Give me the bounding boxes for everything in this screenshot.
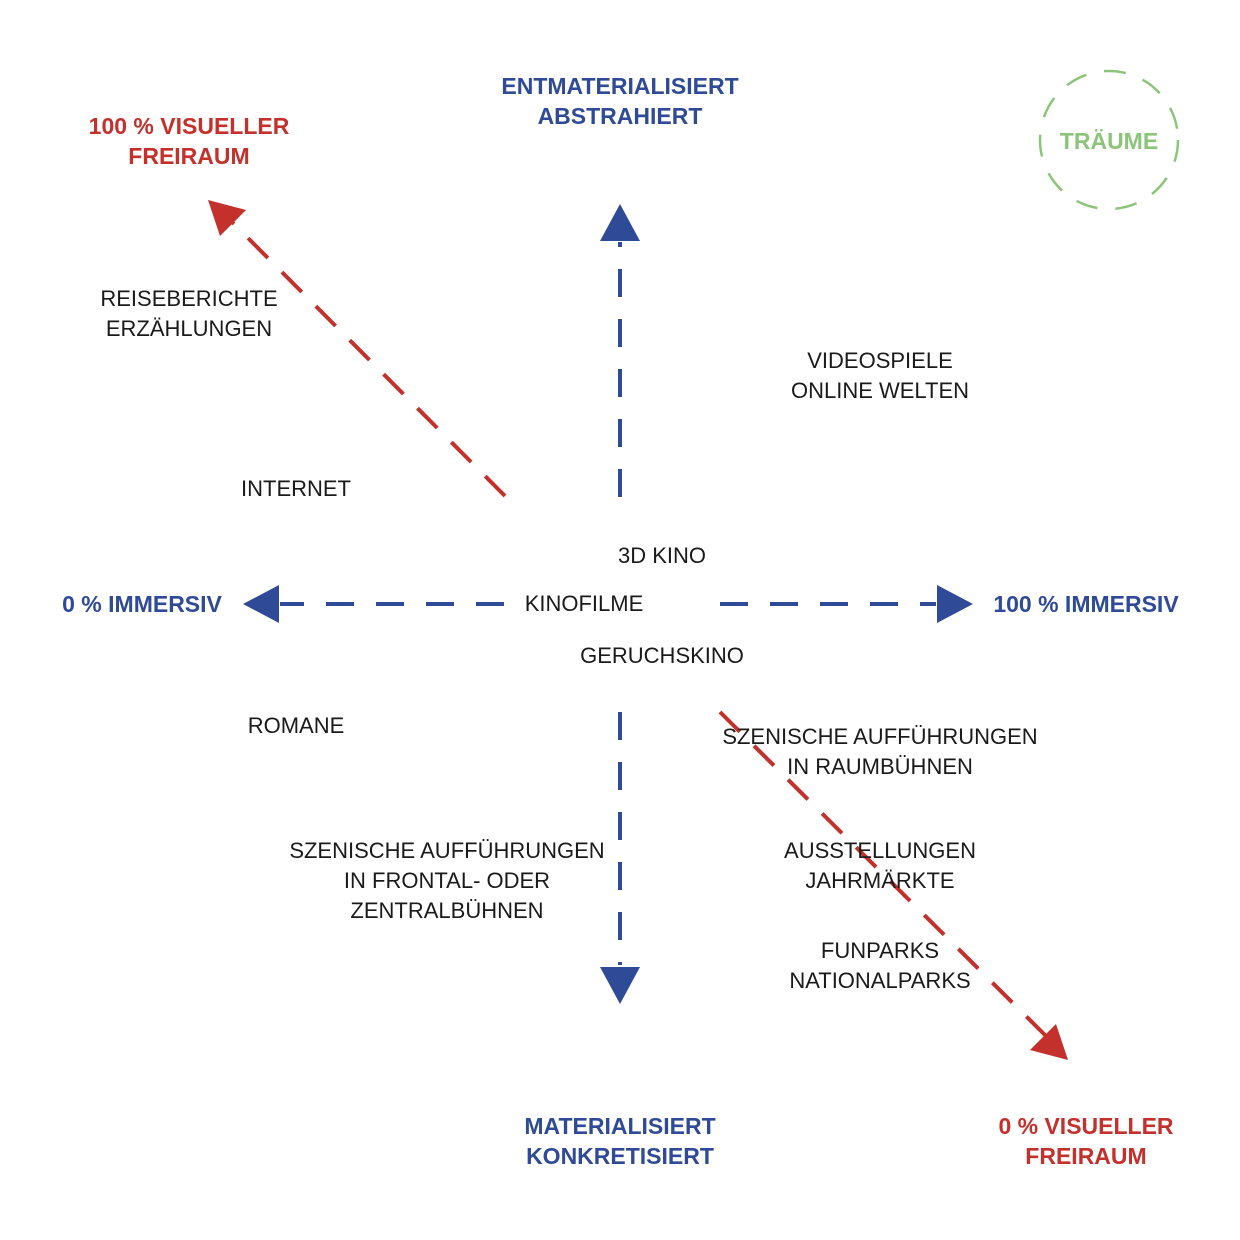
axis-label-bottom-line2: KONKRETISIERT bbox=[526, 1143, 714, 1169]
item-romane: ROMANE bbox=[248, 711, 345, 741]
axis-label-top: ENTMATERIALISIERT ABSTRAHIERT bbox=[501, 71, 738, 131]
item-funparks-line2: NATIONALPARKS bbox=[789, 968, 971, 993]
item-stage-performances-spatial-line1: SZENISCHE AUFFÜHRUNGEN bbox=[722, 724, 1038, 749]
axis-label-top-left-line1: 100 % VISUELLER bbox=[88, 113, 290, 139]
item-stage-performances-frontal-line2: IN FRONTAL- ODER bbox=[343, 868, 551, 893]
item-videogames-line1: VIDEOSPIELE bbox=[807, 348, 953, 373]
item-stage-performances-frontal: SZENISCHE AUFFÜHRUNGEN IN FRONTAL- ODER … bbox=[289, 836, 604, 926]
axis-label-bottom-right-line1: 0 % VISUELLER bbox=[998, 1113, 1174, 1139]
item-exhibitions-line2: JAHRMÄRKTE bbox=[805, 868, 955, 893]
item-exhibitions-line1: AUSSTELLUNGEN bbox=[784, 838, 976, 863]
item-internet-text: INTERNET bbox=[241, 476, 351, 501]
item-travel-reports: REISEBERICHTE ERZÄHLUNGEN bbox=[100, 284, 277, 344]
item-videogames-line2: ONLINE WELTEN bbox=[790, 378, 970, 403]
item-kinofilme: KINOFILME bbox=[525, 589, 644, 619]
axis-label-bottom-right: 0 % VISUELLER FREIRAUM bbox=[998, 1111, 1173, 1171]
axis-label-right: 100 % IMMERSIV bbox=[993, 589, 1178, 619]
arrowhead-down bbox=[600, 967, 640, 1004]
item-geruchskino: GERUCHSKINO bbox=[580, 641, 744, 671]
item-videogames: VIDEOSPIELE ONLINE WELTEN bbox=[791, 346, 969, 406]
dreams-label: TRÄUME bbox=[1060, 126, 1158, 156]
item-funparks-line1: FUNPARKS bbox=[820, 938, 940, 963]
axis-label-top-left: 100 % VISUELLER FREIRAUM bbox=[89, 111, 290, 171]
axis-label-top-line2: ABSTRAHIERT bbox=[537, 103, 703, 129]
item-internet: INTERNET bbox=[241, 474, 351, 504]
arrowhead-down-right bbox=[1030, 1024, 1068, 1060]
item-stage-performances-frontal-line3: ZENTRALBÜHNEN bbox=[350, 898, 544, 923]
axis-label-top-left-line2: FREIRAUM bbox=[128, 143, 250, 169]
arrowhead-up-left bbox=[208, 200, 246, 236]
item-travel-reports-line2: ERZÄHLUNGEN bbox=[105, 316, 273, 341]
arrowhead-left bbox=[243, 585, 279, 623]
axis-label-left-text: 0 % IMMERSIV bbox=[62, 591, 222, 617]
axis-label-left: 0 % IMMERSIV bbox=[62, 589, 222, 619]
diagonal-upper-line bbox=[230, 220, 507, 498]
item-stage-performances-frontal-line1: SZENISCHE AUFFÜHRUNGEN bbox=[289, 838, 605, 863]
axis-label-bottom-right-line2: FREIRAUM bbox=[1025, 1143, 1147, 1169]
item-romane-text: ROMANE bbox=[247, 713, 345, 738]
dreams-label-text: TRÄUME bbox=[1059, 128, 1159, 154]
item-stage-performances-spatial-line2: IN RAUMBÜHNEN bbox=[787, 754, 973, 779]
dreams-circle bbox=[1038, 69, 1180, 211]
axis-label-top-line1: ENTMATERIALISIERT bbox=[501, 73, 739, 99]
arrowhead-right bbox=[937, 585, 973, 623]
item-exhibitions: AUSSTELLUNGEN JAHRMÄRKTE bbox=[784, 836, 976, 896]
item-kinofilme-text: KINOFILME bbox=[524, 591, 644, 616]
axis-label-right-text: 100 % IMMERSIV bbox=[993, 591, 1179, 617]
axis-label-bottom-line1: MATERIALISIERT bbox=[524, 1113, 716, 1139]
item-3d-kino-text: 3D KINO bbox=[617, 543, 707, 568]
item-geruchskino-text: GERUCHSKINO bbox=[580, 643, 744, 668]
item-3d-kino: 3D KINO bbox=[618, 541, 706, 571]
item-stage-performances-spatial: SZENISCHE AUFFÜHRUNGEN IN RAUMBÜHNEN bbox=[722, 722, 1037, 782]
axis-label-bottom: MATERIALISIERT KONKRETISIERT bbox=[524, 1111, 715, 1171]
item-funparks: FUNPARKS NATIONALPARKS bbox=[789, 936, 970, 996]
item-travel-reports-line1: REISEBERICHTE bbox=[100, 286, 278, 311]
arrowhead-up bbox=[600, 204, 640, 241]
